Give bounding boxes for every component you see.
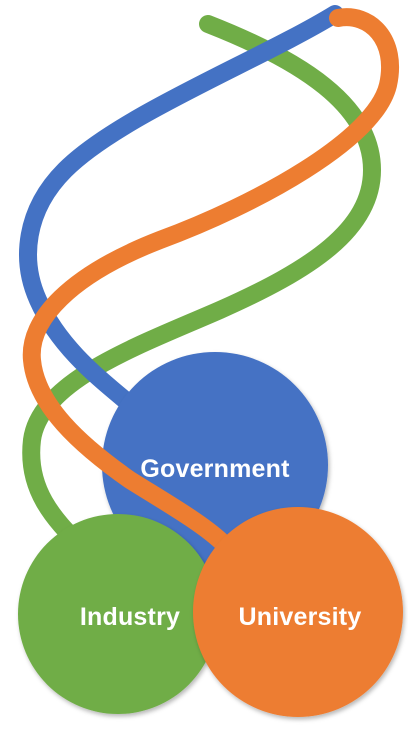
university-circle xyxy=(193,507,403,717)
university-label: University xyxy=(239,603,362,631)
industry-label: Industry xyxy=(80,603,180,631)
orange-helix-strand xyxy=(22,8,399,554)
industry-circle xyxy=(18,514,218,714)
government-label: Government xyxy=(140,455,290,483)
blue-helix-strand xyxy=(19,5,344,409)
green-helix-strand xyxy=(22,15,382,554)
